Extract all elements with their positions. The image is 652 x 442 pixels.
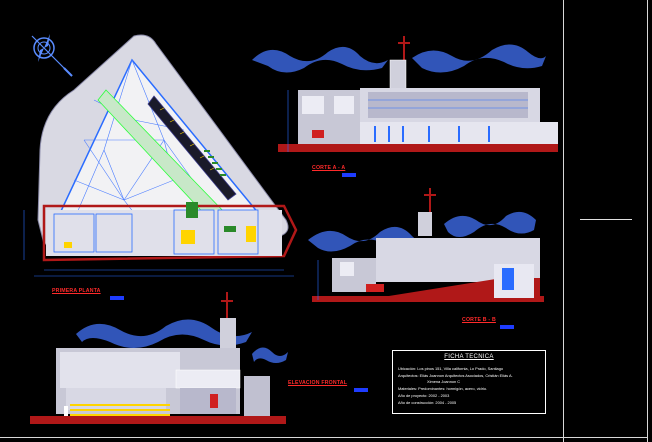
cloud-decoration [252,46,388,73]
technical-data-line: Año de proyecto: 2002 - 2003 [398,393,450,398]
technical-data-line: Ubicación: Los pinos 151, Villa californ… [398,366,504,371]
cross-icon [398,36,410,66]
section-a-a [278,36,558,152]
cross-icon [221,292,233,322]
technical-data-line: Ximena Joannon C [427,379,461,384]
technical-data-line: Materiales: Predominantes: hormigón, ace… [398,386,488,391]
cloud-decoration [252,347,288,363]
sheet-border-right-outer [647,0,648,442]
north-arrow-icon [31,34,73,77]
cloud-decoration [412,44,546,73]
front-elevation [30,292,286,424]
plan-label: PRIMERA PLANTA [52,288,101,294]
sheet-border-bottom [0,437,648,438]
elevation-label: ELEVACION FRONTAL [288,380,348,386]
sheet-border-right [563,0,564,442]
cloud-decoration [444,211,536,237]
technical-data-line: Arquitectos: Eliás Joannon Arquitectos A… [398,373,513,378]
cloud-decoration [76,319,252,348]
elevation-scale-bar [354,388,368,392]
technical-data-title: FICHA TECNICA [444,354,494,360]
title-block-rule [580,219,632,220]
section-b-b [312,188,544,302]
section-a-scale-bar [342,173,356,177]
technical-data-box: FICHA TECNICA Ubicación: Los pinos 151, … [392,350,546,414]
technical-data-line: Año de construcción: 2004 - 2005 [398,400,457,405]
floor-plan [23,34,298,277]
section-b-scale-bar [500,325,514,329]
section-b-label: CORTE B - B [462,317,496,323]
section-a-label: CORTE A - A [312,165,346,171]
plan-scale-bar [110,296,124,300]
cross-icon [424,188,436,214]
